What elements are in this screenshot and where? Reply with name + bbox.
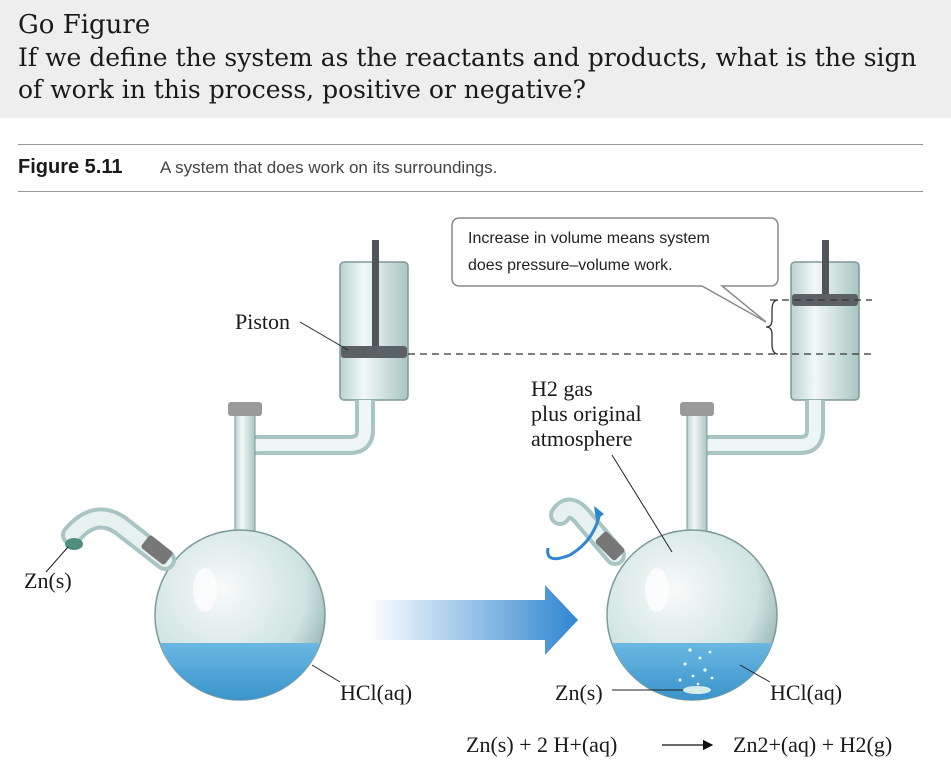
right-stopper (680, 402, 714, 416)
right-apparatus (546, 240, 860, 701)
equation-right: Zn2+(aq) + H2(g) (733, 732, 892, 757)
process-arrow (368, 585, 578, 655)
equation-left: Zn(s) + 2 H+(aq) (466, 732, 617, 757)
go-figure-title: Go Figure (18, 10, 151, 40)
figure-label: Figure 5.11 (18, 156, 123, 178)
right-zn-pellet (683, 686, 711, 694)
callout-line1: Increase in volume means system (468, 230, 710, 247)
caption-bottom-rule (18, 191, 923, 192)
piston-label: Piston (235, 309, 290, 334)
right-connecting-tube (687, 400, 825, 540)
left-stopper (228, 402, 262, 416)
left-apparatus (61, 240, 409, 701)
left-zn-pellet (65, 538, 83, 550)
callout-box (451, 217, 779, 323)
left-piston (341, 346, 407, 358)
left-hcl-solution (155, 643, 325, 700)
left-piston-rod (372, 240, 379, 350)
zn-right-label: Zn(s) (555, 680, 603, 705)
h2-label-line3: atmosphere (531, 426, 632, 451)
go-figure-box: Go Figure If we define the system as the… (0, 0, 951, 118)
right-piston-rod (822, 240, 829, 300)
rotation-arrow (546, 511, 602, 561)
h2-bubbles (678, 648, 714, 686)
left-connecting-tube (235, 400, 375, 540)
caption-top-rule (18, 144, 923, 145)
callout-line2: does pressure–volume work. (468, 257, 673, 274)
hcl-left-label: HCl(aq) (340, 680, 412, 705)
hcl-right-label: HCl(aq) (770, 680, 842, 705)
h2-label-line2: plus original (531, 401, 642, 426)
right-hcl-solution (607, 643, 777, 700)
h2-label-line1: H2 gas (531, 376, 593, 401)
figure-caption: A system that does work on its surroundi… (160, 158, 498, 177)
volume-brace (765, 299, 779, 355)
zn-left-label: Zn(s) (24, 568, 72, 593)
go-figure-question: If we define the system as the reactants… (18, 43, 917, 104)
